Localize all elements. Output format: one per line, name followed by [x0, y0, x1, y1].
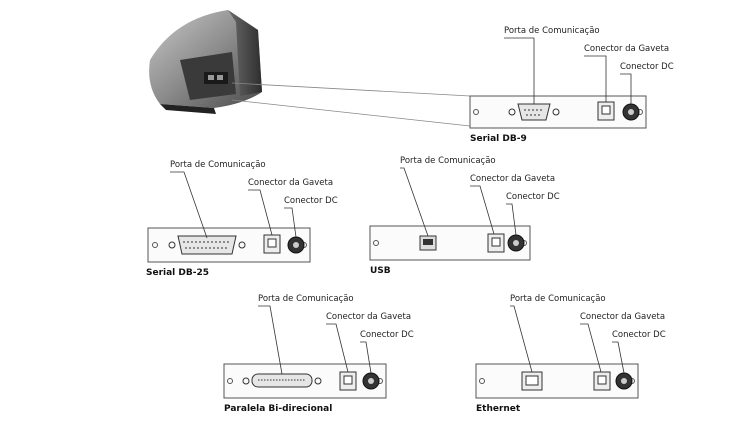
drawer-connector-label: Conector da Gaveta — [326, 312, 412, 322]
port-label: Porta de Comunicação — [258, 294, 354, 304]
drawer-connector-label: Conector da Gaveta — [584, 44, 670, 54]
parallel-connector-icon — [242, 373, 322, 388]
dc-connector-label: Conector DC — [506, 192, 560, 202]
port-label: Porta de Comunicação — [504, 26, 600, 36]
panel-caption: Paralela Bi-direcional — [224, 404, 333, 414]
port-label: Porta de Comunicação — [400, 156, 496, 166]
db25-connector-icon — [168, 235, 246, 255]
db9-connector-icon — [508, 103, 560, 121]
dc-connector-label: Conector DC — [360, 330, 414, 340]
port-label: Porta de Comunicação — [510, 294, 606, 304]
dc-power-connector-icon — [362, 372, 380, 390]
rj-drawer-connector-icon — [597, 101, 615, 121]
panel-caption: Serial DB-25 — [146, 268, 209, 278]
drawer-connector-label: Conector da Gaveta — [580, 312, 666, 322]
panel-caption: USB — [370, 266, 391, 276]
drawer-connector-label: Conector da Gaveta — [248, 178, 334, 188]
rj-drawer-connector-icon — [593, 371, 611, 391]
dc-power-connector-icon — [507, 234, 525, 252]
dc-connector-label: Conector DC — [620, 62, 674, 72]
ethernet-connector-icon — [521, 371, 543, 391]
panel-caption: Serial DB-9 — [470, 134, 527, 144]
dc-power-connector-icon — [615, 372, 633, 390]
drawer-connector-label: Conector da Gaveta — [470, 174, 556, 184]
port-label: Porta de Comunicação — [170, 160, 266, 170]
panel-caption: Ethernet — [476, 404, 521, 414]
dc-connector-label: Conector DC — [612, 330, 666, 340]
dc-connector-label: Conector DC — [284, 196, 338, 206]
rj-drawer-connector-icon — [487, 233, 505, 253]
